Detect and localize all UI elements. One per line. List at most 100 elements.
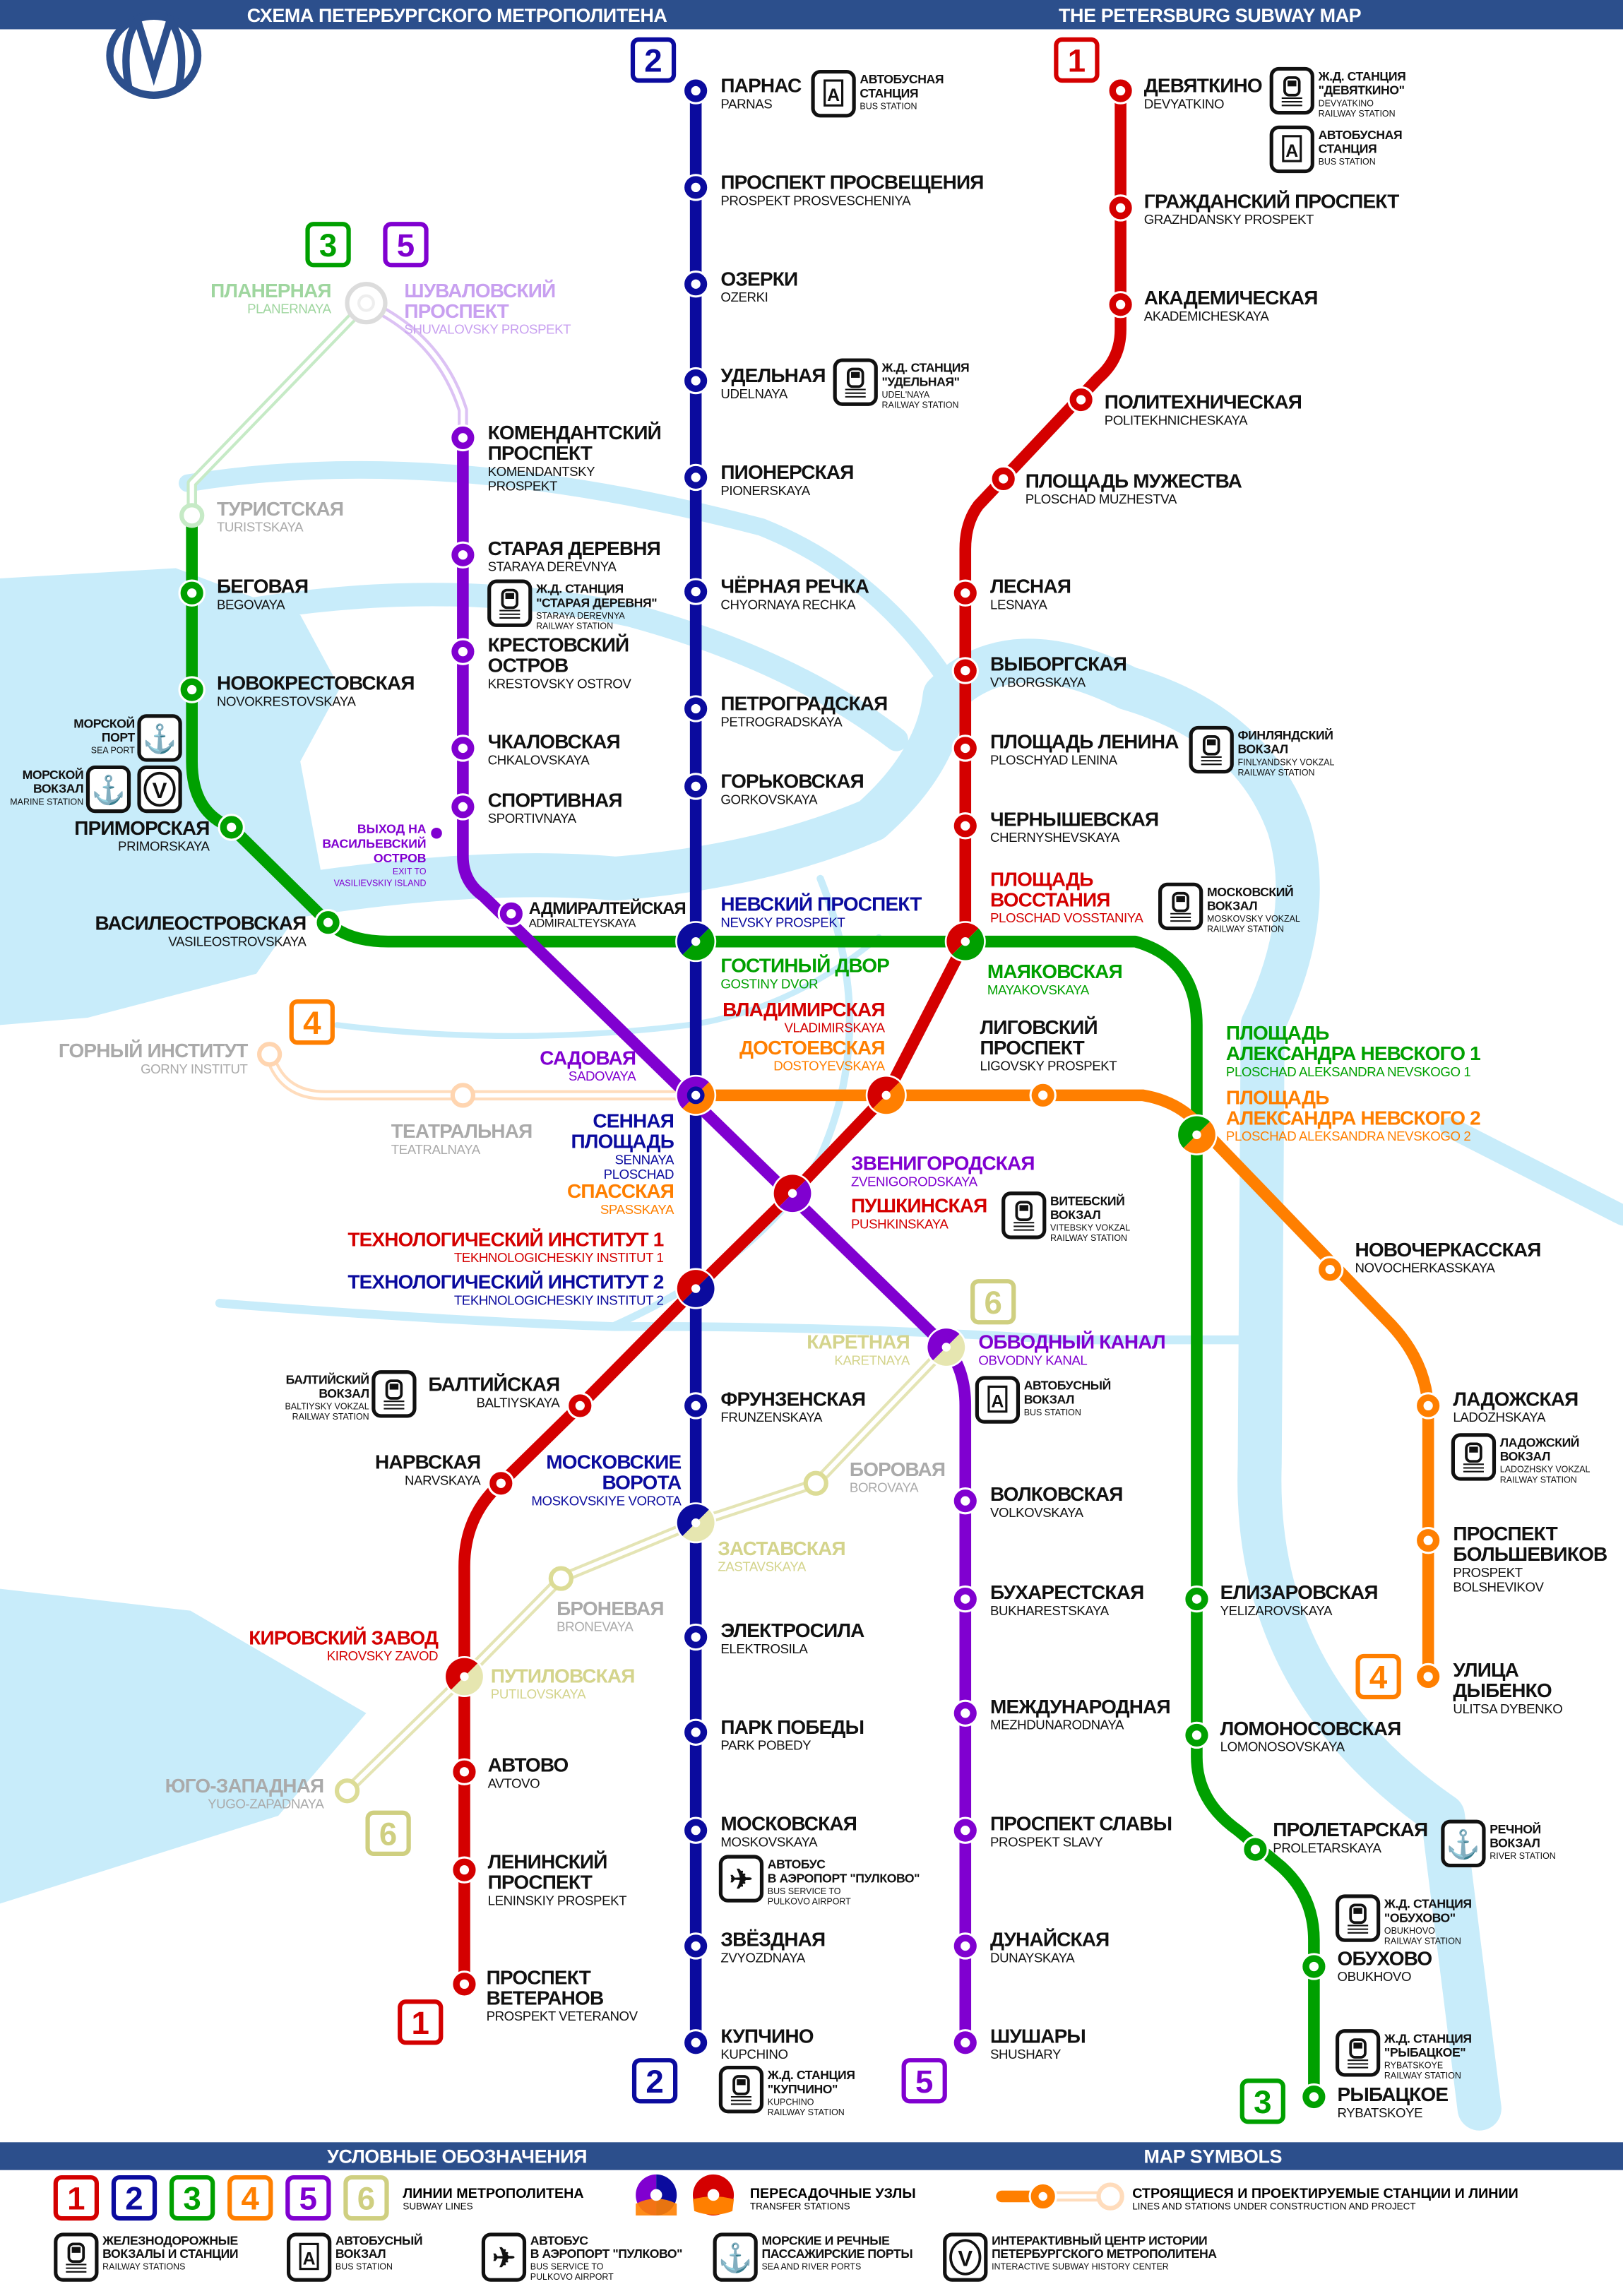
transfer-node-pushkinskaya-zvenigorodskaya[interactable]: [772, 1172, 814, 1214]
transfer-node-obvodny-karetnaya[interactable]: [925, 1326, 967, 1368]
station-label-tech2[interactable]: ТЕХНОЛОГИЧЕСКИЙ ИНСТИТУТ 2TEKHNOLOGICHES…: [347, 1271, 664, 1308]
station-marker-udelnaya[interactable]: [682, 367, 710, 395]
transfer-node-nevsky-gostiny[interactable]: [675, 921, 717, 963]
station-marker-ligovsky[interactable]: [1029, 1081, 1057, 1110]
station-marker-zvyozdnaya[interactable]: [682, 1932, 710, 1960]
station-marker-grazhdansky[interactable]: [1107, 194, 1134, 222]
station-marker-avtovo[interactable]: [451, 1758, 478, 1785]
station-marker-politekh[interactable]: [1067, 386, 1095, 414]
station-marker-mezhdunarodnaya[interactable]: [951, 1699, 979, 1727]
station-marker-novokrestovskaya[interactable]: [178, 676, 206, 703]
transfer-node-planernaya-shuvalovsky[interactable]: [345, 282, 388, 325]
station-marker-komendantsky[interactable]: [449, 424, 477, 452]
planned-station-marker-gorny[interactable]: [256, 1042, 283, 1067]
station-marker-baltiyskaya[interactable]: [566, 1392, 594, 1420]
station-marker-bolshevikov[interactable]: [1414, 1526, 1442, 1554]
station-marker-chornaya[interactable]: [682, 578, 710, 605]
transfer-node-sennaya-sadovaya-spasskaya[interactable]: [675, 1074, 717, 1116]
station-marker-proletarskaya[interactable]: [1242, 1836, 1269, 1863]
station-marker-dybenko[interactable]: [1414, 1662, 1442, 1691]
transfer-node-vosstaniya-mayakovskaya[interactable]: [944, 921, 986, 963]
station-marker-park_pobedy[interactable]: [682, 1718, 710, 1746]
station-marker-sportivnaya[interactable]: [449, 793, 477, 821]
planned-station-marker-borovaya[interactable]: [803, 1470, 828, 1496]
station-marker-lenina[interactable]: [951, 734, 979, 762]
station-marker-krestovsky[interactable]: [449, 638, 477, 665]
station-marker-elizarovskaya[interactable]: [1183, 1585, 1211, 1613]
station-marker-slavy[interactable]: [951, 1816, 979, 1844]
station-marker-shushary[interactable]: [951, 2029, 979, 2057]
planned-station-marker-yugo[interactable]: [334, 1778, 360, 1804]
amenity-staraya_rail[interactable]: Ж.Д. СТАНЦИЯ"СТАРАЯ ДЕРЕВНЯ"STARAYA DERE…: [487, 579, 658, 631]
station-marker-narvskaya[interactable]: [487, 1470, 515, 1497]
station-marker-rybatskoye[interactable]: [1300, 2083, 1328, 2111]
station-marker-parnas[interactable]: [682, 77, 710, 105]
station-marker-elektrosila[interactable]: [682, 1623, 710, 1651]
transfer-node-moskovskie-vorota-zastavskaya[interactable]: [675, 1502, 717, 1544]
station-marker-vyborgskaya[interactable]: [951, 657, 979, 684]
station-marker-dunayskaya[interactable]: [951, 1932, 979, 1960]
station-marker-chernyshevskaya[interactable]: [951, 812, 979, 840]
planned-station-marker-bronevaya[interactable]: [548, 1566, 573, 1591]
